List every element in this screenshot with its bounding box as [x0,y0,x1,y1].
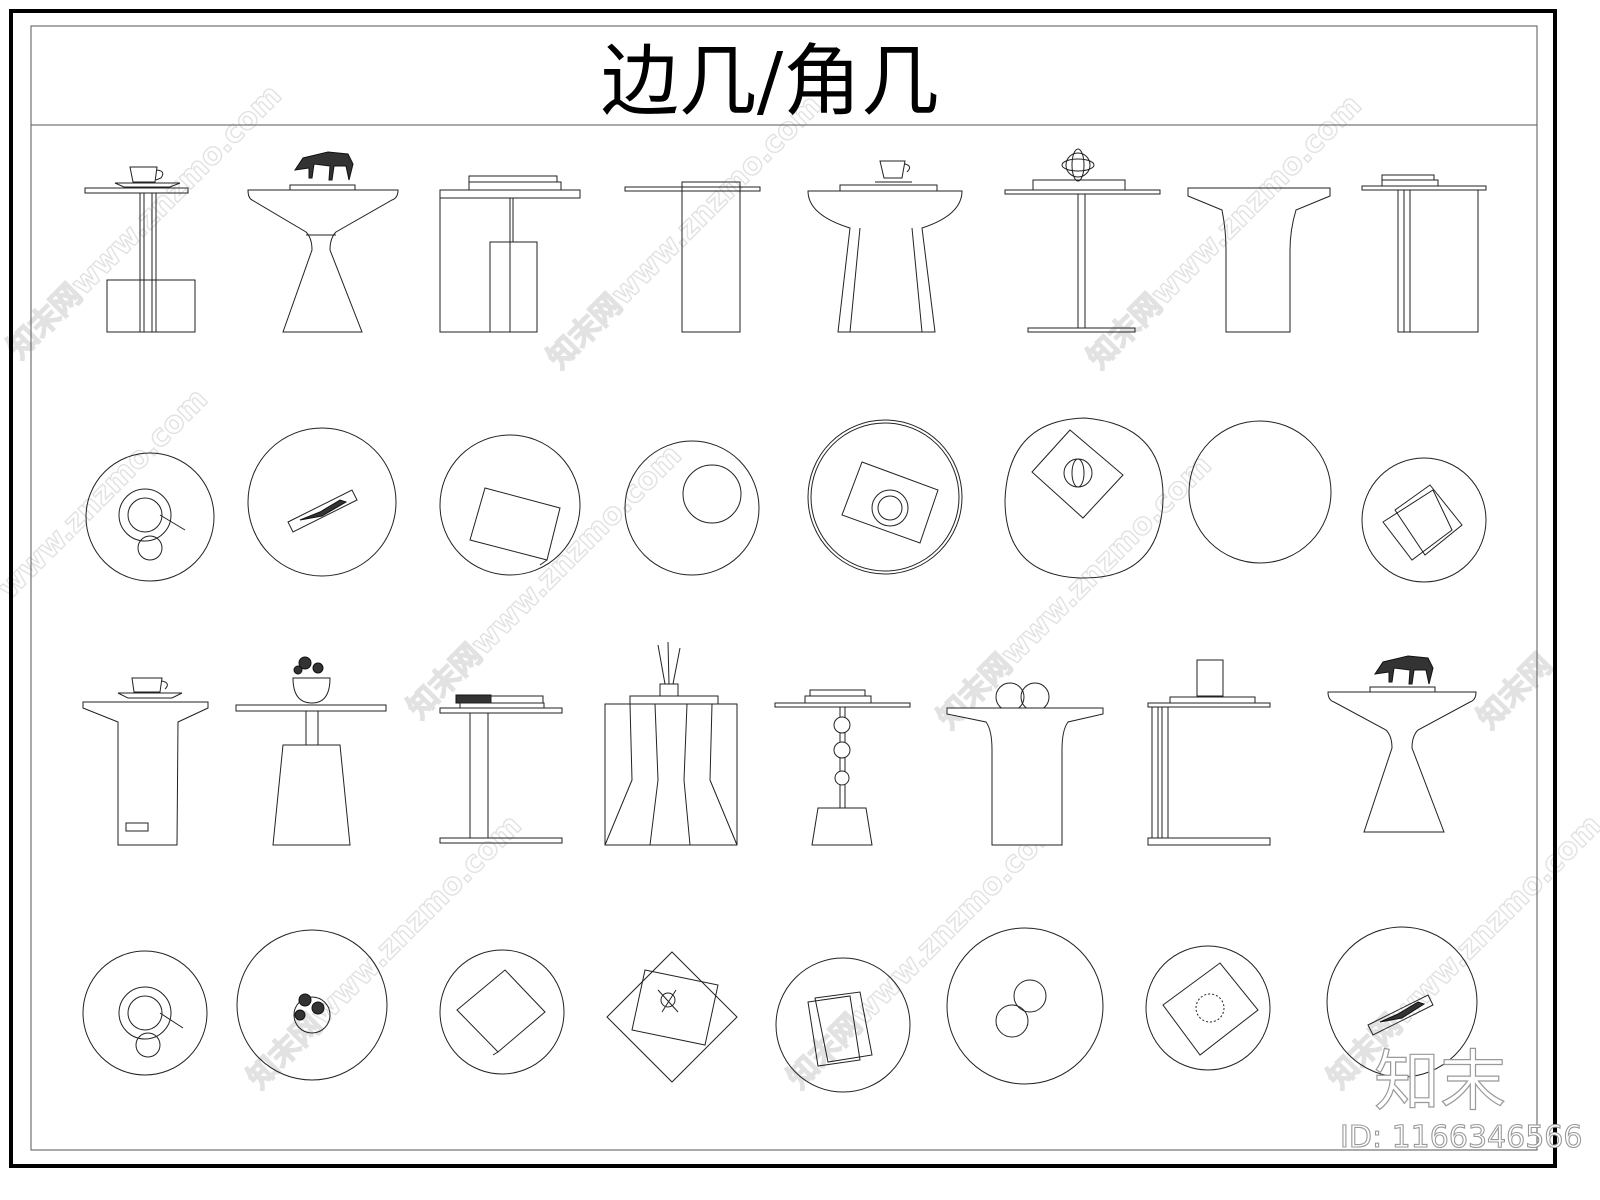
plan-table-4 [624,440,760,576]
elevation-table-12 [604,641,738,846]
plan-table-7 [1188,420,1332,564]
plan-table-14 [946,927,1104,1085]
elevation-table-14 [946,682,1104,846]
elevation-table-11 [439,694,563,844]
elevation-table-8 [1361,174,1487,333]
plan-table-13 [775,957,911,1093]
plan-table-9 [82,950,208,1076]
elevation-table-5 [807,160,963,333]
svg-text:知末网www.znzmo.com: 知末网www.znzmo.com [781,808,1069,1096]
elevation-table-6 [1004,148,1161,333]
elevation-table-2 [247,151,399,333]
plan-table-6 [1004,417,1164,579]
outer-border [9,9,1557,1168]
site-watermarks: 知末网www.znzmo.com 知末网www.znzmo.com 知末网www… [0,77,1600,1096]
id-watermark: ID: 1166346566 [1340,1120,1582,1155]
plan-table-2 [247,427,397,577]
elevation-table-7 [1187,187,1331,333]
plan-table-11 [439,949,565,1075]
page-title: 边几/角几 [601,37,939,127]
elevation-table-4 [624,181,761,333]
elevation-table-16 [1327,655,1477,833]
plan-table-10 [236,929,388,1081]
elevation-table-15 [1147,659,1271,846]
plan-table-16 [1326,926,1478,1078]
plan-table-12 [606,951,738,1083]
logo-watermark: 知末 [1374,1043,1506,1120]
plan-table-15 [1145,945,1271,1071]
svg-text:知末网www.znzmo.com: 知末网www.znzmo.com [541,88,829,376]
inner-border [30,25,1538,1151]
elevation-table-9 [82,677,209,846]
plan-table-3 [439,434,581,576]
plan-table-8 [1361,457,1487,583]
elevation-table-13 [774,689,911,846]
elevation-table-3 [439,175,581,333]
svg-text:知末网www.znzmo.com: 知末网www.znzmo.com [931,448,1219,736]
svg-text:知末网www.znzmo.com: 知末网www.znzmo.com [1,78,289,366]
svg-text:知末网: 知末网 [1471,647,1559,735]
elevation-table-1 [84,166,196,333]
plan-table-1 [85,452,215,582]
plan-table-5 [807,419,963,575]
elevation-table-10 [235,656,387,846]
